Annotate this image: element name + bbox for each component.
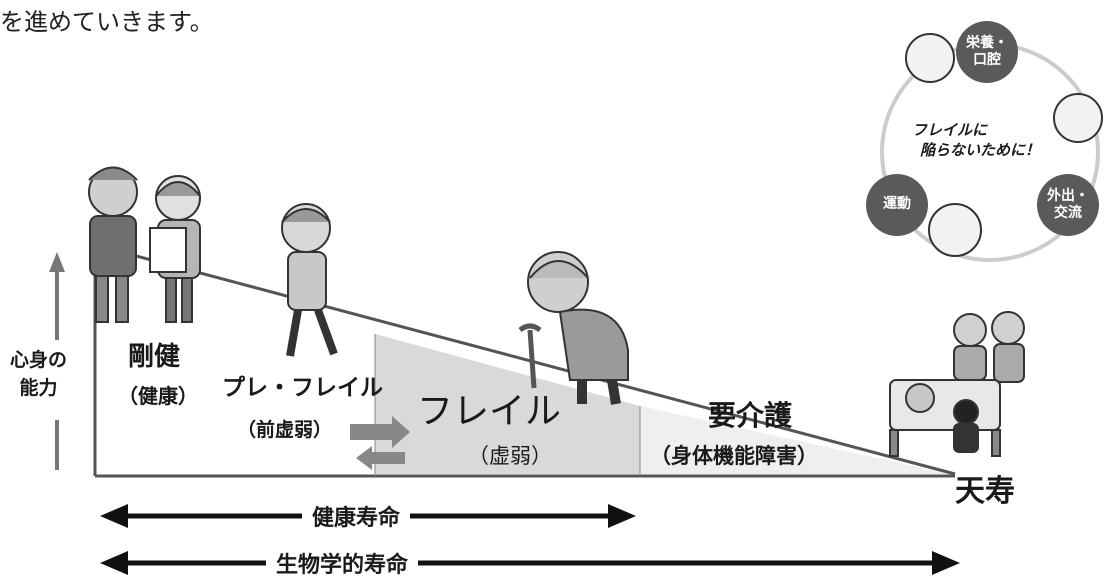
ability-label-line1: 心身の (10, 349, 68, 371)
mascot-bottom (928, 203, 982, 257)
outing-line1: 外出・ (1047, 188, 1089, 204)
ability-label-line2: 能力 (19, 377, 58, 399)
robust-couple-illustration (88, 166, 201, 323)
inset-center-line1: フレイルに (912, 121, 988, 139)
exercise-badge: 運動 (883, 196, 911, 212)
outing-badge-circle (1037, 174, 1099, 236)
stage-robust-sub: （健康） (118, 384, 198, 408)
biological-life-label: 生物学的寿命 (266, 547, 419, 579)
care-zone (640, 406, 950, 474)
nutrition-badge-circle (956, 21, 1018, 83)
mascot-right (1053, 93, 1103, 143)
pre-frail-person-illustration (281, 203, 338, 357)
nutrition-badge: 栄養・ 口腔 (963, 35, 1011, 69)
inset-frailty-prevention (866, 21, 1103, 262)
healthy-life-label: 健康寿命 (302, 500, 411, 532)
inset-center-line2: 陥らないために！ (920, 141, 1041, 159)
transition-arrow-right (350, 416, 410, 448)
ability-arrow-head (49, 252, 65, 272)
inset-center-text: フレイルに 陥らないために！ (912, 120, 1040, 160)
frail-zone (375, 334, 640, 474)
stage-care: 要介護 (708, 399, 793, 432)
nutrition-line2: 口腔 (973, 52, 1001, 68)
mascot-top (905, 33, 955, 83)
stage-frail: フレイル (417, 391, 562, 432)
transition-arrow-left (356, 446, 405, 470)
stage-pre-frail-sub: （前虚弱） (237, 419, 333, 441)
biological-life-arrow (100, 551, 960, 575)
outing-line2: 交流 (1054, 205, 1082, 221)
exercise-badge-circle (866, 174, 928, 236)
bedridden-illustration (889, 311, 1025, 457)
frail-person-illustration (518, 251, 629, 405)
intro-text: を進めていきます。 (0, 8, 214, 36)
nutrition-line1: 栄養・ (966, 35, 1008, 51)
ability-label: 心身の 能力 (10, 346, 67, 402)
stage-robust: 剛健 (128, 342, 181, 372)
stage-frail-sub: （虚弱） (468, 444, 552, 468)
outing-badge: 外出・ 交流 (1044, 188, 1092, 222)
stage-care-sub: （身体機能障害） (650, 444, 818, 468)
stage-pre-frail: プレ・フレイル (222, 375, 383, 401)
end-of-life-label: 天寿 (955, 474, 1015, 509)
